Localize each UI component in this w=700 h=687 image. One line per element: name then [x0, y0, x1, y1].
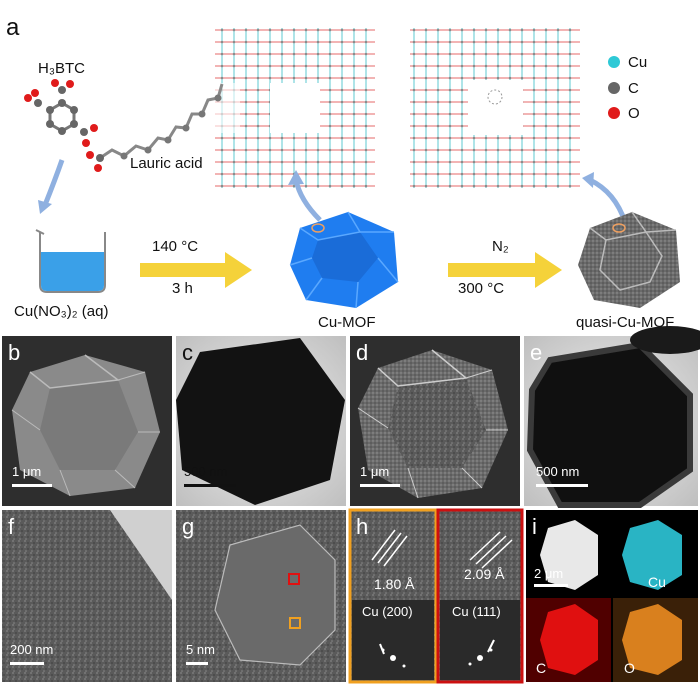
panel-i-image — [526, 510, 698, 682]
panel-i-scale: 2 μm — [534, 566, 564, 581]
arrow-right-icon-2 — [448, 252, 562, 288]
legend-c-icon — [608, 82, 620, 94]
panel-e-image — [524, 326, 700, 508]
map-cu-label: Cu — [648, 574, 666, 590]
panel-g-scale: 5 nm — [186, 642, 215, 657]
quasi-cu-mof-label: quasi-Cu-MOF — [576, 314, 675, 331]
quasi-cu-mof-crystal-icon — [578, 211, 680, 308]
panel-d-scale: 1 μm — [360, 464, 390, 479]
panel-e-scalebar — [536, 484, 588, 487]
panel-e-scale: 500 nm — [536, 464, 580, 479]
panel-i-letter: i — [532, 514, 537, 539]
cu-mof-crystal-icon — [289, 211, 399, 309]
legend-o-icon — [608, 107, 620, 119]
panel-b-image — [2, 336, 172, 506]
beaker-icon — [35, 229, 106, 293]
panel-h-fft2: Cu (111) — [452, 604, 501, 619]
panel-c-scale: 500 nm — [184, 464, 228, 479]
panel-b-scale: 1 μm — [12, 464, 42, 479]
panel-d-letter: d — [356, 340, 369, 365]
cuno3-label: Cu(NO₃)₂ (aq) — [14, 303, 109, 320]
panel-e-letter: e — [530, 340, 543, 365]
legend-cu-label: Cu — [628, 54, 648, 71]
panel-f-image — [2, 510, 172, 682]
legend-c-label: C — [628, 80, 639, 97]
map-c-label: C — [536, 660, 547, 676]
lauric-acid-molecule-icon — [86, 83, 224, 172]
cu-mof-label: Cu-MOF — [318, 314, 376, 331]
panel-c-letter: c — [182, 340, 193, 365]
panel-i-scalebar — [534, 584, 568, 587]
panel-d-image — [350, 336, 520, 506]
panel-h-letter: h — [356, 514, 369, 539]
panel-h-image — [348, 508, 524, 684]
panel-g-letter: g — [182, 514, 195, 539]
lauric-acid-label: Lauric acid — [130, 155, 203, 172]
panel-c-image — [176, 336, 346, 506]
step2-temp-label: 300 °C — [458, 280, 505, 297]
mof-structure-2 — [410, 28, 580, 188]
step1-time-label: 3 h — [172, 280, 193, 297]
panel-a-letter: a — [6, 14, 20, 41]
h3btc-label: H₃BTC — [38, 60, 85, 77]
panel-f-scalebar — [10, 662, 44, 665]
step1-temp-label: 140 °C — [152, 238, 199, 255]
panel-b-letter: b — [8, 340, 21, 365]
arrow-up-icon-2 — [588, 177, 628, 223]
mof-structure-1 — [215, 28, 375, 188]
panel-f-scale: 200 nm — [10, 642, 54, 657]
map-o-label: O — [624, 660, 635, 676]
panel-g-scalebar — [186, 662, 208, 665]
panel-h-d2: 2.09 Å — [464, 566, 505, 582]
panel-f-letter: f — [8, 514, 15, 539]
h3btc-molecule-icon — [24, 79, 98, 147]
panel-h-fft1: Cu (200) — [362, 604, 413, 619]
panel-h-d1: 1.80 Å — [374, 576, 415, 592]
legend-cu-icon — [608, 56, 620, 68]
panel-d-scalebar — [360, 484, 400, 487]
panel-b-scalebar — [12, 484, 52, 487]
step2-gas-label: N₂ — [492, 238, 509, 255]
panel-c-scalebar — [184, 484, 236, 487]
arrow-right-icon-1 — [140, 252, 252, 288]
panel-g-image — [176, 510, 346, 682]
arrow-down-icon — [42, 159, 65, 206]
legend-o-label: O — [628, 105, 640, 122]
